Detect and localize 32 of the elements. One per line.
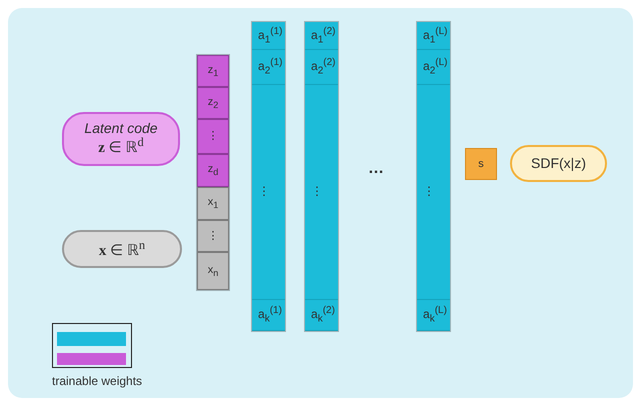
layer-column bbox=[305, 22, 338, 331]
vector-cell bbox=[197, 187, 229, 220]
vector-cell bbox=[197, 154, 229, 187]
node-label: z$_{2}$ bbox=[208, 96, 218, 110]
legend-label: trainable weights bbox=[52, 374, 142, 388]
node-label: ⋮ bbox=[208, 130, 218, 143]
node-label: ⋮ bbox=[311, 185, 323, 199]
math-label: z ∈ ℝ$^{d}$ bbox=[98, 136, 144, 157]
node-label: SDF(x|z) bbox=[531, 156, 586, 172]
node-title: Latent code bbox=[84, 121, 158, 136]
vector-cell bbox=[197, 220, 229, 252]
vector-cell bbox=[197, 252, 229, 290]
vector-cell bbox=[197, 87, 229, 119]
layer-column bbox=[197, 55, 229, 290]
vector-cell bbox=[197, 55, 229, 87]
node-label: x$_{1}$ bbox=[208, 196, 218, 211]
node-label: ⋮ bbox=[208, 230, 218, 242]
input-pill bbox=[62, 230, 182, 268]
node-label: ⋮ bbox=[258, 185, 270, 199]
input-pill bbox=[62, 112, 180, 166]
node-label: z$_{1}$ bbox=[208, 64, 218, 78]
node-label: s bbox=[478, 158, 484, 170]
ellipsis-label: … bbox=[368, 160, 384, 178]
layer-column bbox=[252, 22, 285, 331]
node-label: x ∈ ℝ$^{n}$ bbox=[98, 238, 146, 260]
output-cell bbox=[465, 148, 497, 180]
layer-column bbox=[417, 22, 450, 331]
node-label: z$_{d}$ bbox=[208, 163, 218, 178]
output-pill bbox=[510, 145, 607, 182]
node-label: ⋮ bbox=[423, 185, 435, 199]
node-label: x$_{n}$ bbox=[208, 264, 218, 278]
vector-cell bbox=[197, 119, 229, 154]
